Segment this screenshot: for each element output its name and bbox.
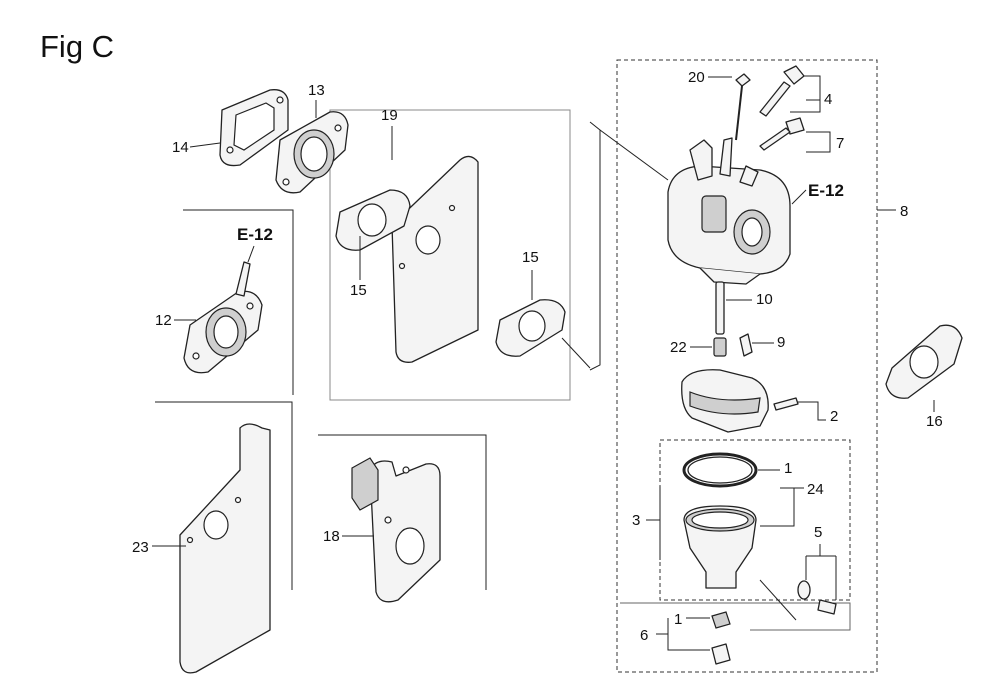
part-19-plate (391, 155, 479, 363)
part-15-gasket-a (335, 189, 411, 251)
label-7: 7 (836, 135, 844, 152)
ref-e12-right: E-12 (808, 181, 844, 200)
label-10: 10 (756, 291, 773, 308)
label-2: 2 (830, 408, 838, 425)
part-10-jet (715, 281, 725, 335)
part-16-gasket (885, 324, 963, 399)
label-4: 4 (824, 91, 832, 108)
label-16: 16 (926, 413, 943, 430)
part-1-oring (682, 452, 758, 488)
label-18: 18 (323, 528, 340, 545)
part-6-drain (711, 611, 731, 665)
label-8: 8 (900, 203, 908, 220)
part-23-plate (179, 423, 271, 674)
part-7-screw (759, 117, 805, 151)
part-12-insulator (183, 261, 263, 374)
section-frames (155, 59, 878, 673)
part-14-gasket (219, 89, 289, 167)
part-8-carburetor (667, 137, 791, 285)
part-22-jet (713, 337, 727, 357)
part-2-pin (773, 397, 799, 411)
part-13-insulator (275, 111, 349, 194)
label-20: 20 (688, 69, 705, 86)
part-24-float-chamber (683, 505, 757, 589)
part-9-screw (739, 333, 753, 357)
label-3: 3 (632, 512, 640, 529)
part-5-bolt (797, 580, 837, 615)
label-15b: 15 (522, 249, 539, 266)
label-14: 14 (172, 139, 189, 156)
part-20-screw (735, 73, 751, 141)
label-13: 13 (308, 82, 325, 99)
ref-e12-left: E-12 (237, 225, 273, 244)
label-15a: 15 (350, 282, 367, 299)
part-4-screw (759, 65, 805, 117)
label-23: 23 (132, 539, 149, 556)
label-19: 19 (381, 107, 398, 124)
part-18-bracket (351, 457, 441, 603)
label-5: 5 (814, 524, 822, 541)
figure-title: Fig C (40, 29, 114, 64)
label-12: 12 (155, 312, 172, 329)
part-float (681, 369, 769, 433)
label-9: 9 (777, 334, 785, 351)
label-1b: 1 (674, 611, 682, 628)
label-6: 6 (640, 627, 648, 644)
label-24: 24 (807, 481, 824, 498)
label-22: 22 (670, 339, 687, 356)
part-15-gasket-b (495, 299, 566, 357)
label-1a: 1 (784, 460, 792, 477)
